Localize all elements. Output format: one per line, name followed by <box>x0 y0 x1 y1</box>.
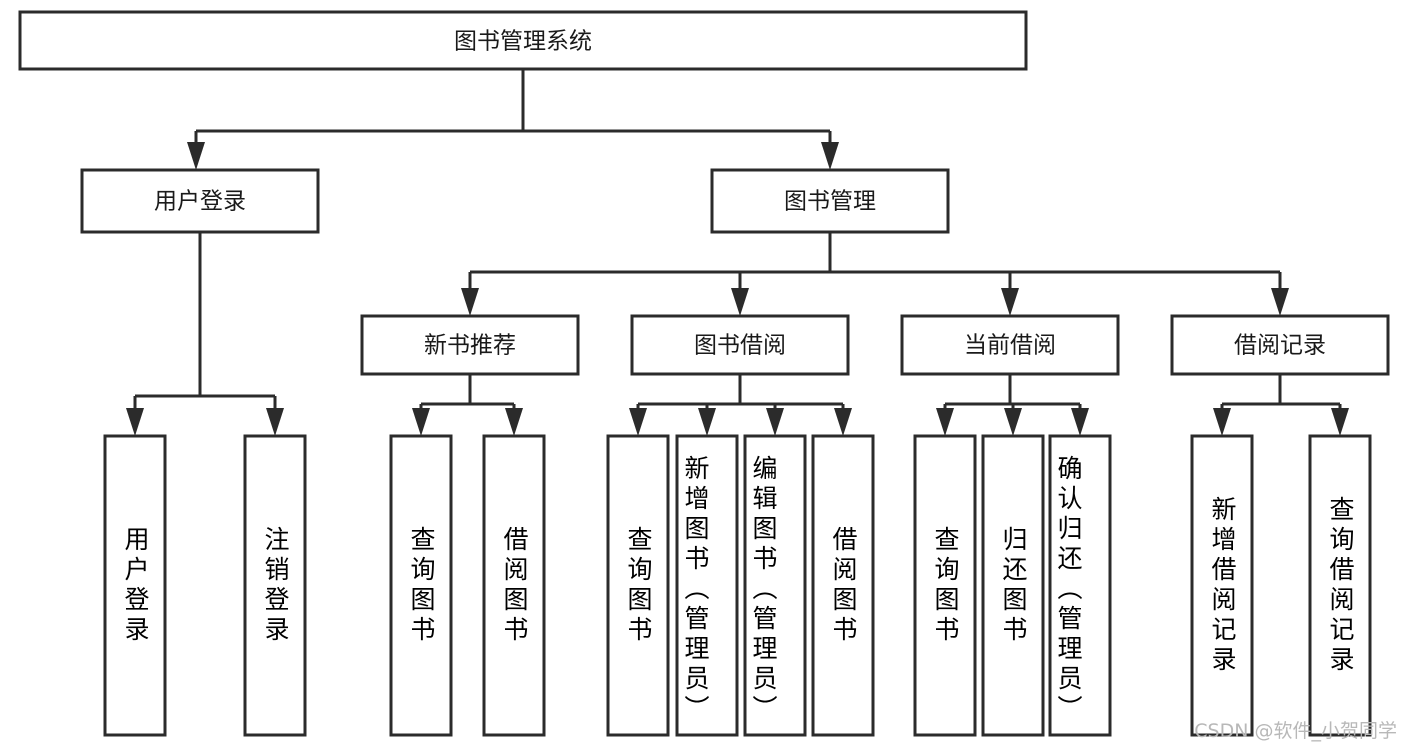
leaf-query-record-label: 查询借阅记录 <box>1326 495 1355 676</box>
leaf-user-logout-label: 注销登录 <box>261 525 290 646</box>
node-root-label: 图书管理系统 <box>454 29 592 55</box>
connector-group-borrow-records <box>1213 374 1349 436</box>
leaf-query-book-2-box[interactable] <box>606 434 670 737</box>
leaf-add-book-box[interactable] <box>675 434 739 737</box>
arrowhead-user-login <box>187 142 205 170</box>
node-root-system[interactable]: 图书管理系统 <box>18 10 1028 71</box>
arrowhead-book-management <box>821 142 839 170</box>
leaf-edit-book-label: 编辑图书（管理员） <box>749 454 778 725</box>
arrowhead-leaf-borrow-book-1 <box>505 408 523 436</box>
connector-group-root <box>187 69 839 170</box>
node-book-management[interactable]: 图书管理 <box>710 168 950 234</box>
node-root-box[interactable] <box>18 10 1028 71</box>
node-book-management-box[interactable] <box>710 168 950 234</box>
node-user-login-label: 用户登录 <box>154 189 246 215</box>
node-book-management-label: 图书管理 <box>784 189 876 215</box>
arrowhead-leaf-user-login <box>126 408 144 436</box>
leaf-user-login-label: 用户登录 <box>121 525 150 646</box>
leaf-query-book-1-label: 查询图书 <box>407 525 436 646</box>
leaf-add-record-label: 新增借阅记录 <box>1208 495 1237 676</box>
leaf-borrow-book-1-label-wrap: 借阅图书 <box>500 525 529 646</box>
node-current-borrow-label: 当前借阅 <box>964 333 1056 359</box>
leaf-add-book-label: 新增图书（管理员） <box>681 454 710 725</box>
arrowhead-leaf-query-book-2 <box>629 408 647 436</box>
leaf-borrow-book-1-box[interactable] <box>482 434 546 737</box>
leaf-borrow-book-2-label-wrap: 借阅图书 <box>829 525 858 646</box>
leaf-add-record-label-wrap: 新增借阅记录 <box>1208 495 1237 676</box>
node-current-borrow-box[interactable] <box>900 314 1120 376</box>
leaf-query-book-2-label: 查询图书 <box>624 525 653 646</box>
arrowhead-leaf-add-record <box>1213 408 1231 436</box>
leaf-return-book-label-wrap: 归还图书 <box>999 525 1028 646</box>
leaf-boxes-group <box>103 434 1372 737</box>
leaf-user-logout-box[interactable] <box>243 434 307 737</box>
leaf-query-record-label-wrap: 查询借阅记录 <box>1326 495 1355 676</box>
leaf-edit-book-label-wrap: 编辑图书（管理员） <box>749 454 778 725</box>
node-current-borrow[interactable]: 当前借阅 <box>900 314 1120 376</box>
connector-group-new-book-recommend <box>412 374 523 436</box>
leaf-add-book-label-wrap: 新增图书（管理员） <box>681 454 710 725</box>
arrowhead-leaf-add-book <box>698 408 716 436</box>
leaf-edit-book-box[interactable] <box>743 434 807 737</box>
leaf-query-book-3-label: 查询图书 <box>931 525 960 646</box>
node-borrow-records[interactable]: 借阅记录 <box>1170 314 1390 376</box>
arrowhead-leaf-query-book-1 <box>412 408 430 436</box>
leaf-add-record-box[interactable] <box>1190 434 1254 737</box>
leaf-borrow-book-2-label: 借阅图书 <box>829 525 858 646</box>
connector-group-current-borrow <box>936 374 1089 436</box>
node-borrow-records-label: 借阅记录 <box>1234 333 1326 359</box>
leaf-user-logout-label-wrap: 注销登录 <box>261 525 290 646</box>
node-user-login[interactable]: 用户登录 <box>80 168 320 234</box>
node-user-login-box[interactable] <box>80 168 320 234</box>
arrowhead-leaf-edit-book <box>766 408 784 436</box>
arrowhead-book-borrow <box>731 288 749 316</box>
leaf-query-book-3-label-wrap: 查询图书 <box>931 525 960 646</box>
leaf-borrow-book-2-box[interactable] <box>811 434 875 737</box>
leaf-query-book-2-label-wrap: 查询图书 <box>624 525 653 646</box>
leaf-borrow-book-1-label: 借阅图书 <box>500 525 529 646</box>
arrowhead-leaf-return-book <box>1004 408 1022 436</box>
arrowhead-leaf-borrow-book-2 <box>834 408 852 436</box>
leaf-return-book-box[interactable] <box>981 434 1045 737</box>
node-new-book-recommend[interactable]: 新书推荐 <box>360 314 580 376</box>
leaf-user-login-label-wrap: 用户登录 <box>121 525 150 646</box>
connector-group-book-borrow <box>629 374 852 436</box>
arrowhead-leaf-query-book-3 <box>936 408 954 436</box>
arrowhead-current-borrow <box>1001 288 1019 316</box>
node-new-book-recommend-box[interactable] <box>360 314 580 376</box>
leaf-confirm-return-label-wrap: 确认归还（管理员） <box>1054 454 1083 725</box>
arrowhead-new-book-recommend <box>461 288 479 316</box>
connector-group-book-management <box>461 232 1289 316</box>
node-new-book-recommend-label: 新书推荐 <box>424 333 516 359</box>
leaf-user-login-box[interactable] <box>103 434 167 737</box>
leaf-query-book-1-label-wrap: 查询图书 <box>407 525 436 646</box>
arrowhead-leaf-confirm-return <box>1071 408 1089 436</box>
leaf-confirm-return-label: 确认归还（管理员） <box>1054 454 1083 725</box>
leaf-confirm-return-box[interactable] <box>1048 434 1112 737</box>
node-borrow-records-box[interactable] <box>1170 314 1390 376</box>
connector-group-user-login <box>126 232 284 436</box>
node-book-borrow-box[interactable] <box>630 314 850 376</box>
leaf-query-book-3-box[interactable] <box>913 434 977 737</box>
arrowhead-leaf-query-record <box>1331 408 1349 436</box>
node-book-borrow-label: 图书借阅 <box>694 333 786 359</box>
arrowhead-leaf-user-logout <box>266 408 284 436</box>
leaf-query-book-1-box[interactable] <box>389 434 453 737</box>
arrowhead-borrow-records <box>1271 288 1289 316</box>
node-book-borrow[interactable]: 图书借阅 <box>630 314 850 376</box>
leaf-return-book-label: 归还图书 <box>999 525 1028 646</box>
leaf-query-record-box[interactable] <box>1308 434 1372 737</box>
